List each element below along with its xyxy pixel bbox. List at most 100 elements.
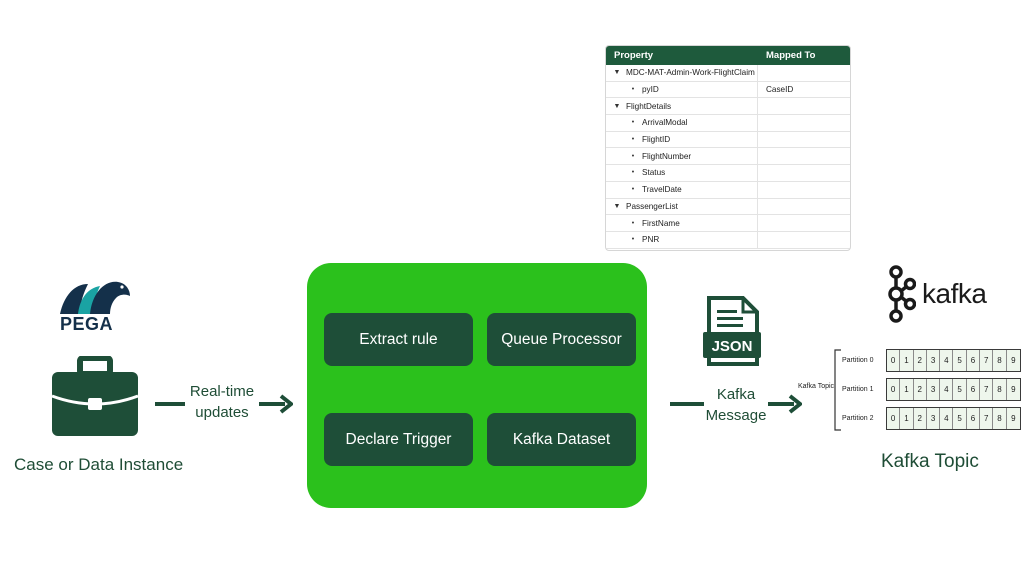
property-cell: •FlightNumber: [606, 148, 758, 165]
property-cell: •Status: [606, 165, 758, 181]
table-row: ▼ PassengerList: [606, 198, 850, 216]
offset-cell: 6: [966, 350, 981, 371]
offset-cell: 8: [993, 379, 1007, 400]
kafka-logo-text: kafka: [922, 278, 987, 309]
mapped-to-cell: [758, 115, 850, 131]
bullet-icon: •: [631, 219, 635, 227]
offset-cell: 1: [900, 350, 914, 371]
offset-cell: 7: [980, 350, 994, 371]
connector-line: [670, 402, 704, 406]
offset-cell: 0: [887, 408, 901, 429]
offset-cell: 2: [913, 408, 927, 429]
kafka-topic-small-label: Kafka Topic: [798, 383, 835, 390]
property-name: MDC-MAT-Admin-Work-FlightClaim: [626, 68, 755, 78]
property-name: FlightNumber: [642, 151, 692, 161]
property-mapping-table: Property Mapped To ▼ MDC-MAT-Admin-Work-F…: [605, 45, 851, 251]
bullet-icon: •: [631, 236, 635, 244]
bullet-icon: •: [631, 119, 635, 127]
offset-cell: 0: [887, 350, 901, 371]
mapped-to-cell: [758, 165, 850, 181]
property-name: PNR: [642, 235, 660, 245]
property-cell: • PNR: [606, 231, 758, 248]
declare-trigger-box: Declare Trigger: [324, 413, 473, 466]
expand-arrow-icon[interactable]: ▼: [613, 102, 621, 110]
pega-processing-panel: Extract rule Queue Processor Declare Tri…: [307, 263, 647, 508]
table-row: • TravelDate: [606, 181, 850, 199]
offset-cell: 8: [993, 350, 1007, 371]
offset-cell: 4: [940, 408, 954, 429]
expand-arrow-icon[interactable]: ▼: [613, 202, 621, 210]
kafka-message-label: Kafka Message: [705, 386, 767, 424]
kafka-logo-icon: [888, 265, 916, 323]
mapped-to-cell: [758, 182, 850, 198]
kafka-dataset-box: Kafka Dataset: [487, 413, 636, 466]
offset-cell: 9: [1006, 379, 1020, 400]
offset-cell: 3: [926, 350, 941, 371]
case-label: Case or Data Instance: [14, 455, 184, 474]
table-header: Property Mapped To: [606, 46, 850, 65]
mapped-to-cell: [758, 132, 850, 148]
property-name: pyID: [642, 85, 659, 95]
header-property: Property: [614, 50, 654, 61]
offset-cell: 3: [926, 379, 941, 400]
arrow-right-icon: [259, 394, 293, 414]
table-row: ▼ MDC-MAT-Admin-Work-FlightClaim: [606, 65, 850, 82]
header-mapped-to: Mapped To: [766, 50, 816, 61]
pega-logo-text: PEGA: [60, 314, 114, 334]
offset-cell: 2: [913, 379, 927, 400]
mapped-to-cell: [758, 148, 850, 164]
offset-cell: 6: [966, 408, 981, 429]
bullet-icon: •: [631, 186, 635, 194]
mapped-to-cell: [758, 215, 850, 231]
property-cell: • FirstName: [606, 215, 758, 231]
property-cell: •FlightID: [606, 131, 758, 148]
pega-logo-icon: [60, 281, 130, 314]
table-row: •FlightNumber: [606, 148, 850, 166]
property-name: PassengerList: [626, 201, 678, 211]
property-cell: • TravelDate: [606, 181, 758, 198]
bullet-icon: •: [631, 86, 635, 94]
offset-cell: 5: [953, 350, 967, 371]
property-name: FlightDetails: [626, 101, 672, 111]
partition-label: Partition 0: [842, 357, 874, 364]
table-row: •FlightID: [606, 131, 850, 149]
mapped-to-cell: [758, 98, 850, 114]
offset-cell: 9: [1006, 350, 1020, 371]
property-name: FirstName: [642, 218, 680, 228]
offset-cell: 7: [980, 408, 994, 429]
table-row: ▼ FlightDetails: [606, 98, 850, 116]
arrow-right-icon: [768, 394, 802, 414]
property-cell: ▼ PassengerList: [606, 198, 758, 215]
mapped-to-cell: [758, 199, 850, 215]
expand-arrow-icon[interactable]: ▼: [613, 69, 621, 77]
offset-cell: 8: [993, 408, 1007, 429]
briefcase-icon: [51, 356, 139, 436]
property-cell: • pyID: [606, 81, 758, 98]
table-row: •ArrivalModal: [606, 115, 850, 132]
bullet-icon: •: [631, 136, 635, 144]
json-icon-text: JSON: [712, 338, 753, 355]
extract-rule-box: Extract rule: [324, 313, 473, 366]
partition-bracket: [834, 349, 841, 431]
connector-line: [155, 402, 185, 406]
offset-cell: 5: [953, 408, 967, 429]
property-name: Status: [642, 168, 666, 178]
property-name: TravelDate: [642, 185, 682, 195]
offset-cell: 0: [887, 379, 901, 400]
offset-cell: 9: [1006, 408, 1020, 429]
kafka-topic-label: Kafka Topic: [881, 451, 979, 472]
mapped-to-cell: [758, 65, 850, 81]
offset-cell: 7: [980, 379, 994, 400]
table-row: • PNR: [606, 231, 850, 249]
offset-cell: 1: [900, 379, 914, 400]
mapped-to-cell: [758, 232, 850, 248]
table-row: •Status: [606, 165, 850, 182]
offset-cell: 1: [900, 408, 914, 429]
